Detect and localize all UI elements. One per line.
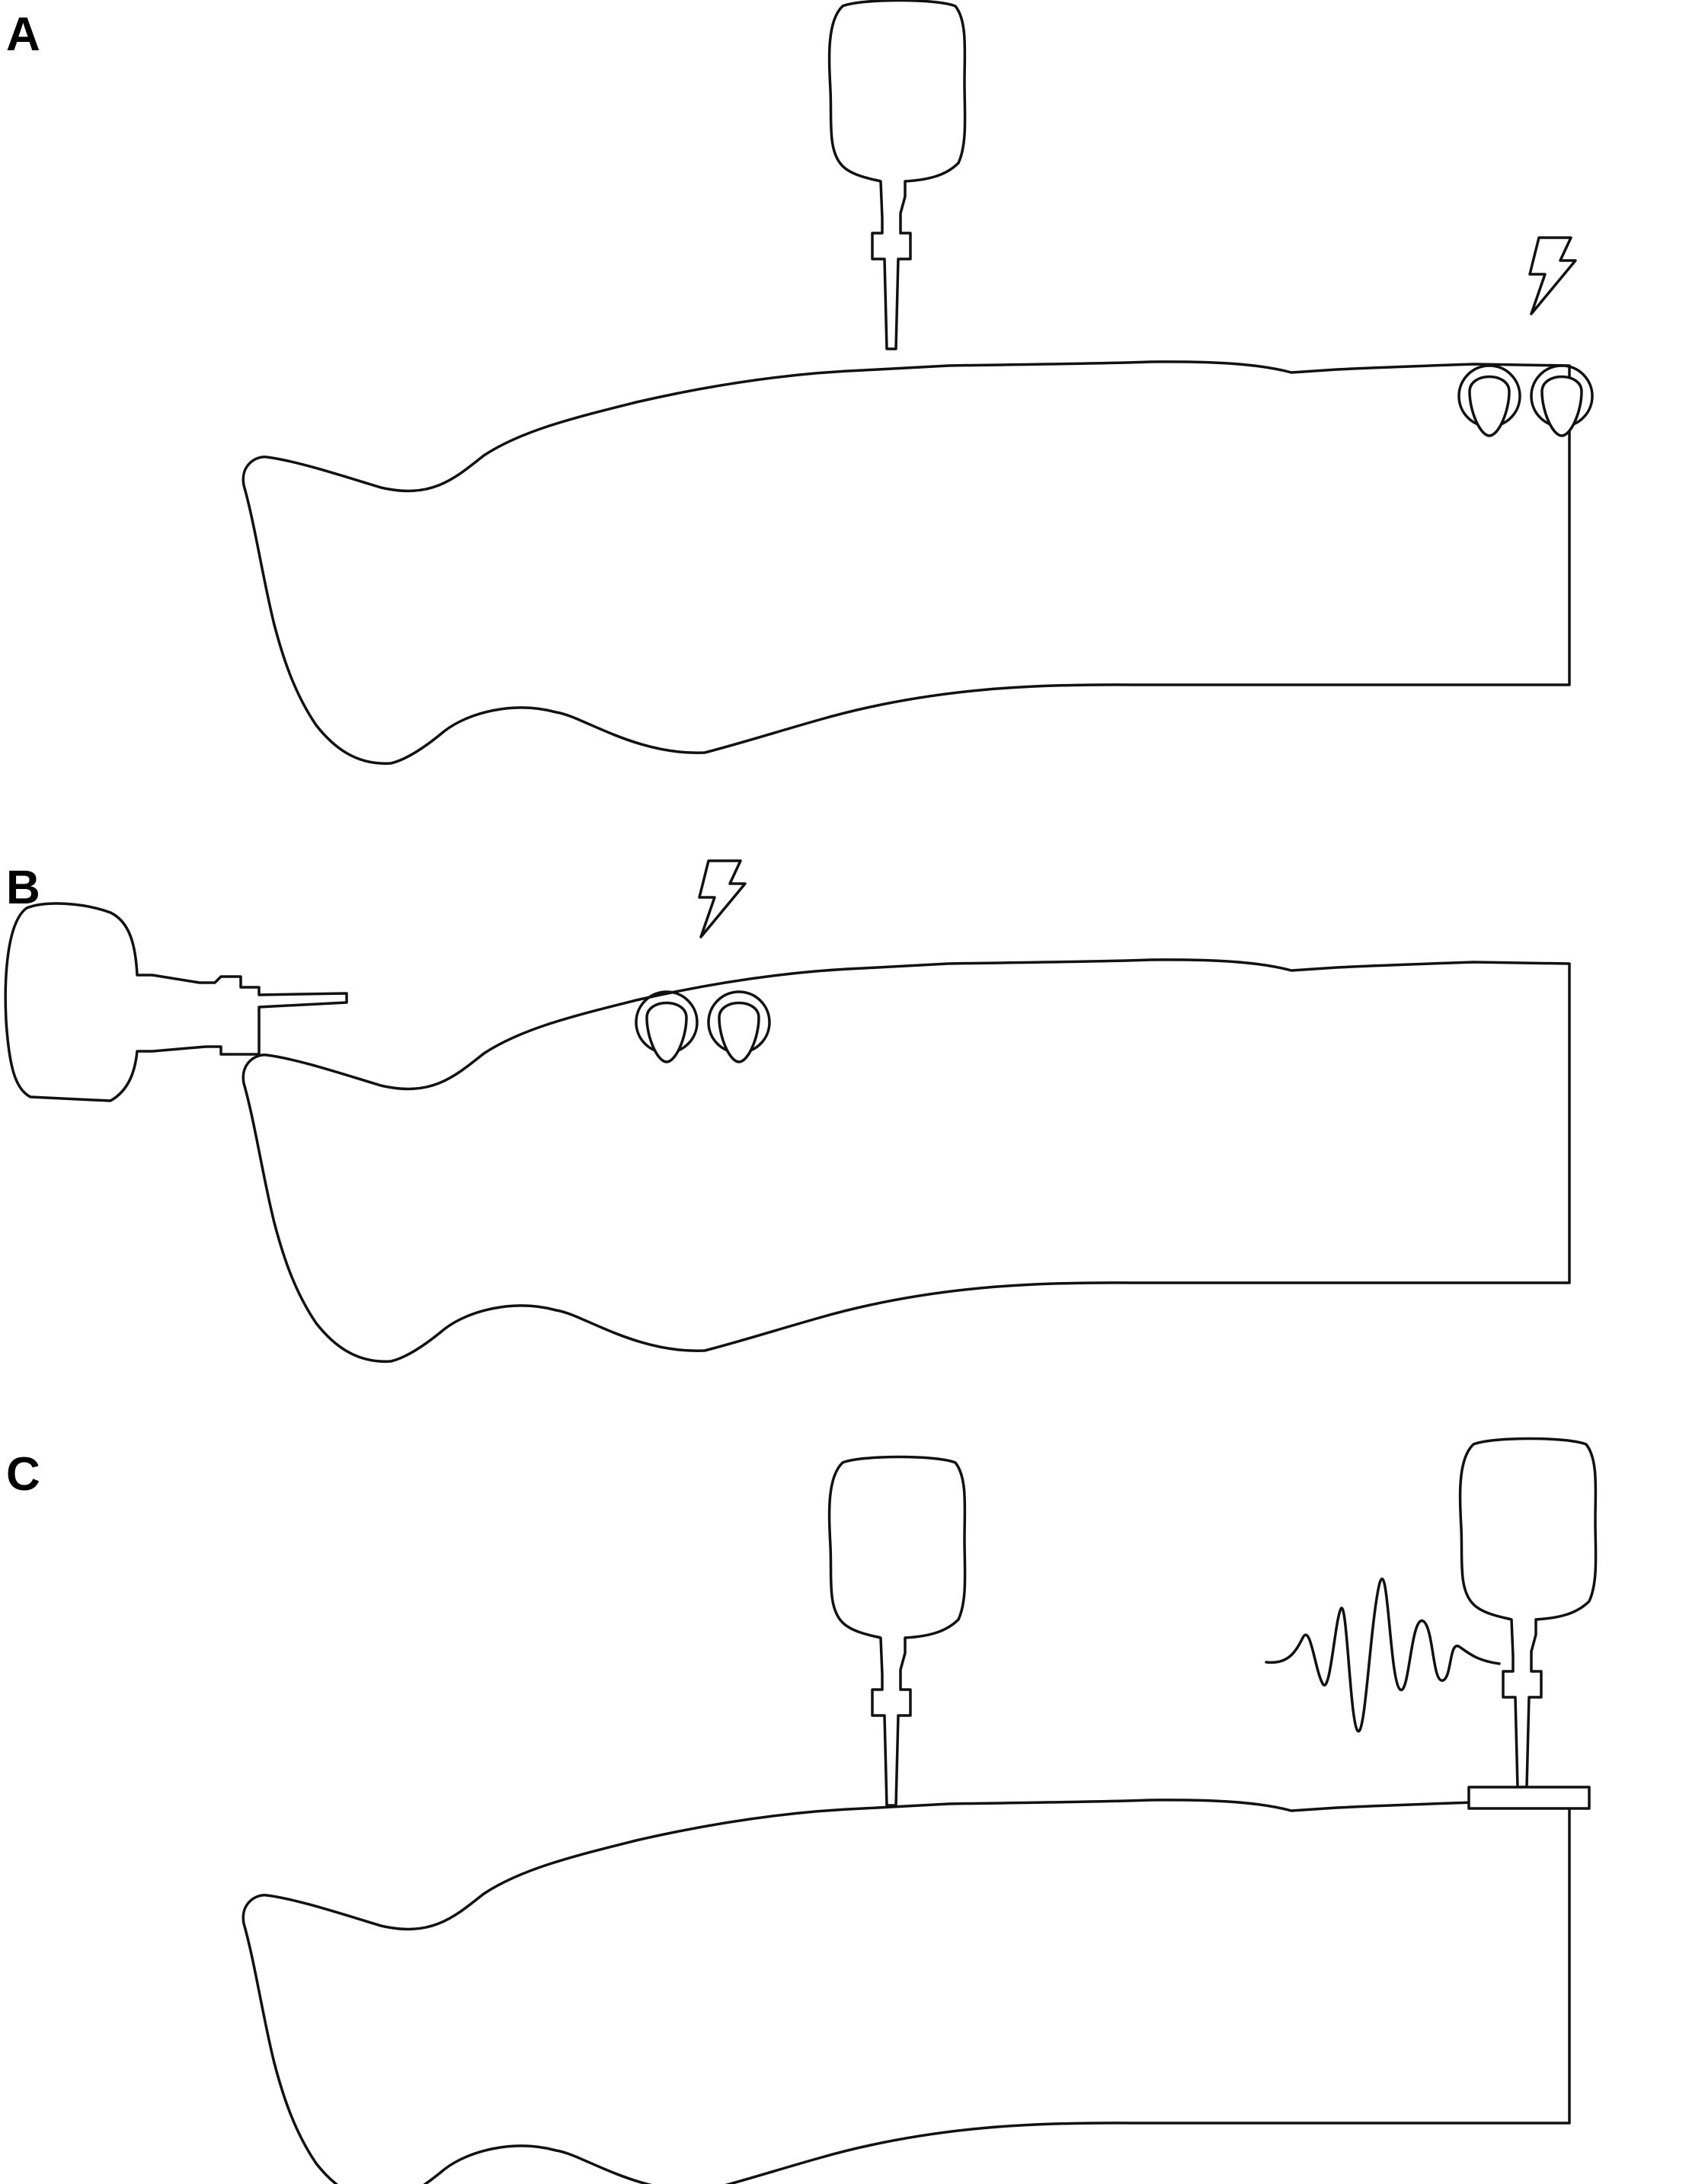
panel-b: B	[4, 859, 1571, 1363]
leg-outline-a	[242, 360, 1571, 765]
lightning-bolt-icon	[698, 859, 747, 939]
lightning-bolt-icon	[1528, 236, 1577, 315]
needle-probe-b	[4, 902, 348, 1102]
panel-label-a: A	[6, 8, 40, 61]
leg-outline-b	[242, 958, 1571, 1363]
waveform-icon	[1265, 1577, 1501, 1733]
needle-probe-c-left	[827, 1455, 967, 1807]
panel-a: A	[6, 0, 1594, 765]
leg-outline-c	[242, 1799, 1571, 2184]
needle-probe-a	[827, 0, 967, 350]
needle-probe-c-right	[1458, 1437, 1598, 1789]
panel-c: C	[6, 1437, 1598, 2184]
vibration-pad	[1467, 1786, 1591, 1810]
panel-label-c: C	[6, 1448, 40, 1501]
